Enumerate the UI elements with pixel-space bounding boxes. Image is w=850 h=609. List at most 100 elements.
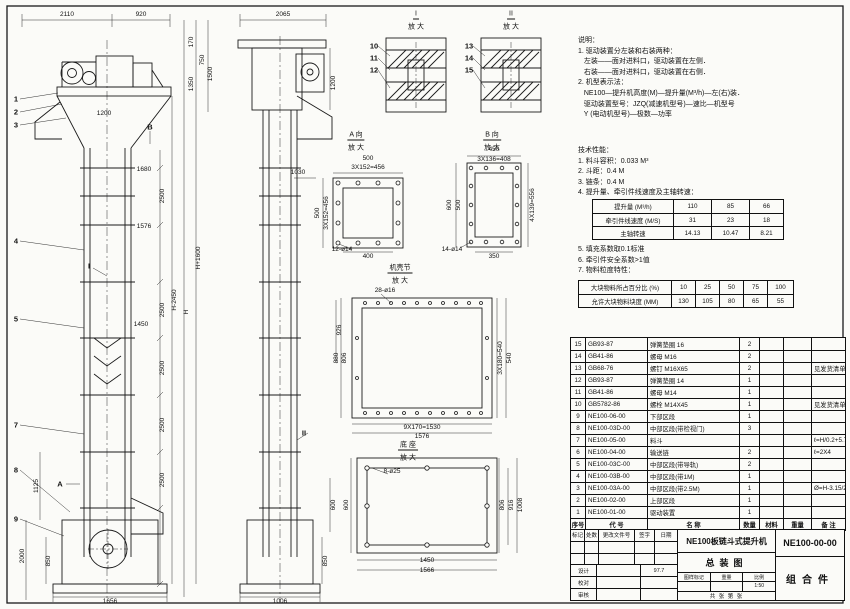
table-cell xyxy=(783,350,811,362)
dim-label: 1566 xyxy=(419,566,435,574)
table-cell: NE100-04-00 xyxy=(585,446,647,458)
table-cell: 80 xyxy=(719,294,743,307)
table-cell: 提升量 (M³/h) xyxy=(614,204,652,211)
table-cell: 50 xyxy=(719,281,743,294)
table-cell xyxy=(811,350,845,362)
table-cell: 重量 xyxy=(783,518,811,530)
table-cell: GB93-87 xyxy=(585,374,647,386)
table-cell: ℓ=2X4 xyxy=(811,446,845,458)
rev-header-cell: 标记 xyxy=(571,530,585,541)
table-cell: 备 注 xyxy=(811,518,845,530)
table-cell: GB68-76 xyxy=(585,362,647,374)
table-row: 序号代 号名 称数量材料重量备 注 xyxy=(571,518,845,530)
table-cell xyxy=(783,434,811,446)
part-balloon: II xyxy=(301,428,307,438)
rev-cell xyxy=(635,553,655,565)
table-cell xyxy=(759,434,783,446)
dim-label: 28-ø16 xyxy=(374,286,396,294)
table-cell: 105 xyxy=(695,294,719,307)
table-cell: 驱动装置 xyxy=(647,506,739,518)
table-cell: 1 xyxy=(739,386,759,398)
view-label: 放 大 xyxy=(348,144,364,152)
part-balloon: 13 xyxy=(464,41,474,51)
part-balloon: 1 xyxy=(13,94,19,104)
table-cell xyxy=(811,422,845,434)
table-cell xyxy=(783,374,811,386)
sheet-name: 总装图 xyxy=(678,553,775,573)
table-cell: NE100-03B-00 xyxy=(585,470,647,482)
table-cell: 10 xyxy=(571,398,585,410)
note-line: 1. 驱动装置分左装和右装两种： xyxy=(578,47,677,55)
view-label: 放 大 xyxy=(400,454,416,462)
table-cell xyxy=(811,338,845,350)
table-cell: 上部区段 xyxy=(647,494,739,506)
table-cell: 10 xyxy=(671,281,695,294)
table-cell: 2 xyxy=(739,458,759,470)
rev-cell xyxy=(599,553,635,565)
revision-empty-row xyxy=(571,541,677,554)
table-cell: 螺母 M16 xyxy=(647,350,739,362)
table-cell: GB41-86 xyxy=(585,386,647,398)
drawing-number: NE100-00-00 xyxy=(776,530,844,557)
table-cell xyxy=(783,506,811,518)
table-cell: 1 xyxy=(739,398,759,410)
table-cell: 3 xyxy=(571,482,585,494)
table-cell xyxy=(783,398,811,410)
part-balloon: B xyxy=(147,122,153,132)
sign-date xyxy=(641,589,677,600)
table-cell: 66 xyxy=(749,200,783,213)
dim-label: 1680 xyxy=(136,165,152,173)
view-label: 底 座 xyxy=(398,441,418,451)
part-balloon: 15 xyxy=(464,65,474,75)
table-cell: 序号 xyxy=(571,518,585,530)
note-line: 2. 斗距：0.4 M xyxy=(578,168,625,176)
table-cell xyxy=(783,362,811,374)
table-cell: NE100-03A-00 xyxy=(585,482,647,494)
table-cell: 14.13 xyxy=(673,226,711,239)
dim-label: 2065 xyxy=(275,10,291,18)
table-cell: 允许大块物料块度 (MM) xyxy=(579,294,671,307)
notes-block: 说明：1. 驱动装置分左装和右装两种： 左装——面对进料口，驱动装置在左侧． 右… xyxy=(578,36,744,121)
dim-label: 350 xyxy=(488,252,500,260)
table-cell xyxy=(739,434,759,446)
assembly-kind: 组合件 xyxy=(786,575,834,586)
table-cell: 11 xyxy=(571,386,585,398)
table-cell xyxy=(759,422,783,434)
table-cell xyxy=(759,458,783,470)
table-cell xyxy=(759,470,783,482)
dim-label: 1576 xyxy=(136,222,152,230)
note-line: 2. 机型表示法： xyxy=(578,79,628,87)
dim-label: 1450 xyxy=(419,556,435,564)
table-cell: 130 xyxy=(671,294,695,307)
table-cell: 4 xyxy=(571,470,585,482)
table-cell: 1 xyxy=(739,506,759,518)
rev-cell xyxy=(585,541,599,553)
table-cell: 6 xyxy=(571,446,585,458)
view-label: 机壳节 xyxy=(387,264,413,274)
grid-label: 比例 xyxy=(754,574,765,581)
table-cell xyxy=(759,506,783,518)
dim-label: 1006 xyxy=(272,597,288,605)
table-cell: GB41-86 xyxy=(585,350,647,362)
view-label: 放 大 xyxy=(408,23,424,31)
table-cell xyxy=(783,410,811,422)
table-cell: NE100-03D-00 xyxy=(585,422,647,434)
dim-label: 3X136=408 xyxy=(477,155,511,163)
table-cell: 中部区段(带1M) xyxy=(647,470,739,482)
grid-value xyxy=(678,582,711,591)
dim-label: 1656 xyxy=(102,597,118,605)
table-cell: GB93-87 xyxy=(585,338,647,350)
table-cell: 中部区段(带检视门) xyxy=(647,422,739,434)
rev-cell xyxy=(571,553,585,565)
view-label: I xyxy=(413,10,419,20)
